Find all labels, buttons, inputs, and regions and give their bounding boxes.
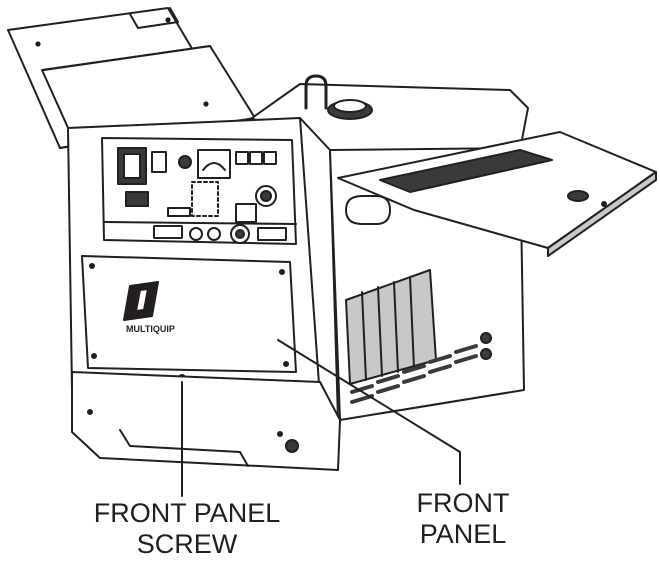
label-front-panel-line2: PANEL	[419, 519, 507, 549]
label-front-panel-line1: FRONT	[416, 488, 510, 518]
logo-wordmark: MULTIQUIP	[126, 324, 175, 334]
base-skid	[71, 371, 341, 471]
open-side-door	[337, 131, 657, 257]
body-top	[251, 74, 529, 151]
front-panel: MULTIQUIP	[81, 255, 297, 382]
label-front-panel-screw-line1: FRONT PANEL	[93, 498, 281, 528]
label-front-panel-screw: FRONT PANEL SCREW	[62, 498, 312, 560]
label-front-panel-screw-line2: SCREW	[136, 529, 238, 559]
label-front-panel: FRONT PANEL	[378, 488, 548, 550]
leader-front-panel	[277, 339, 461, 485]
multiquip-logo: MULTIQUIP	[123, 281, 175, 334]
control-panel	[101, 137, 297, 245]
lifting-hook	[304, 74, 328, 110]
